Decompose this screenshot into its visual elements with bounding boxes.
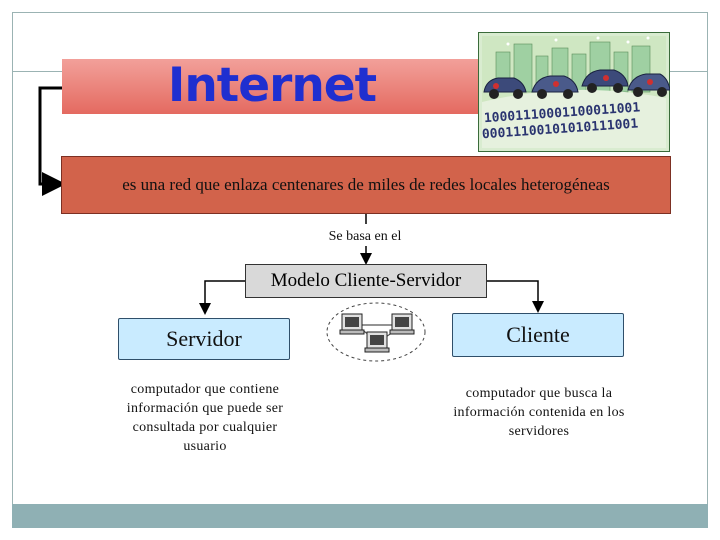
client-label: Cliente xyxy=(506,322,570,348)
client-description-line: información contenida en los xyxy=(436,403,642,422)
server-box: Servidor xyxy=(118,318,290,360)
slide-title: Internet xyxy=(62,58,482,113)
model-to-client-connector xyxy=(487,281,538,310)
client-description-line: servidores xyxy=(436,422,642,441)
server-description-line: información que puede ser xyxy=(110,399,300,418)
server-description: computador que contiene información que … xyxy=(110,380,300,456)
server-label: Servidor xyxy=(166,326,242,352)
server-description-line: computador que contiene xyxy=(110,380,300,399)
definition-text: es una red que enlaza centenares de mile… xyxy=(122,175,610,195)
definition-box: es una red que enlaza centenares de mile… xyxy=(61,156,671,214)
client-box: Cliente xyxy=(452,313,624,357)
client-description: computador que busca la información cont… xyxy=(436,384,642,441)
title-to-definition-connector xyxy=(40,88,62,184)
model-text: Modelo Cliente-Servidor xyxy=(271,270,462,292)
relation-label: Se basa en el xyxy=(300,229,430,245)
model-box: Modelo Cliente-Servidor xyxy=(245,264,487,298)
traffic-binary-illustration: 10001110001100011001 0001110010101011100… xyxy=(478,32,670,152)
client-description-line: computador que busca la xyxy=(436,384,642,403)
footer-bar xyxy=(12,504,708,528)
server-description-line: consultada por cualquier xyxy=(110,418,300,437)
server-description-line: usuario xyxy=(110,437,300,456)
model-to-server-connector xyxy=(205,281,245,312)
